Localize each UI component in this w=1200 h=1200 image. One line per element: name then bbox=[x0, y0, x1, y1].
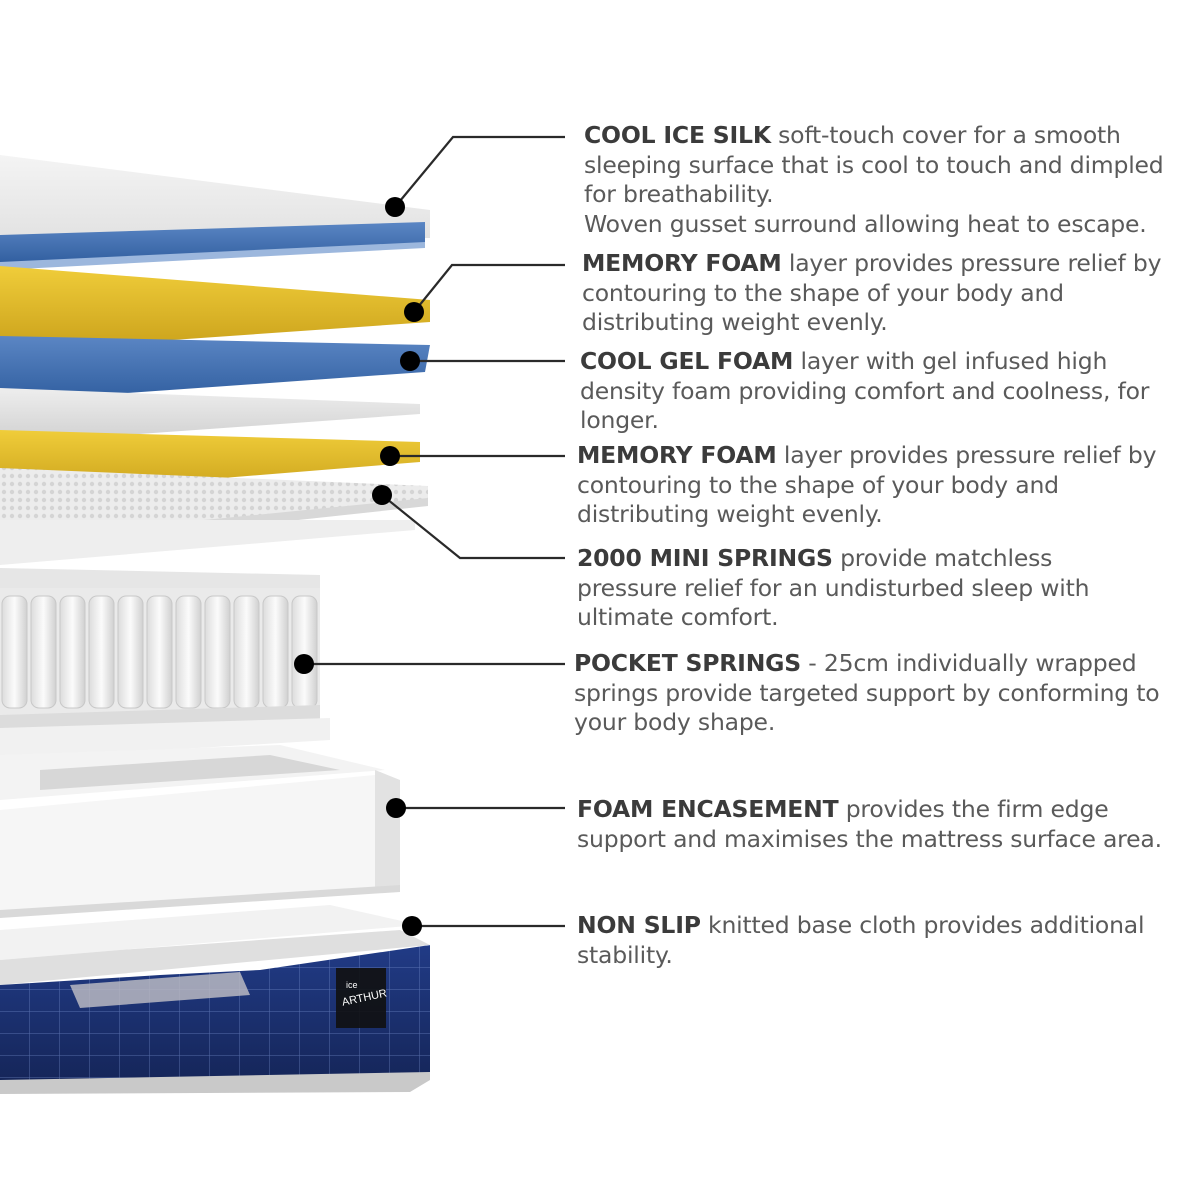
pocket-spring bbox=[262, 595, 289, 709]
connector-5 bbox=[381, 494, 565, 560]
cool-gel-foam-layer bbox=[0, 336, 430, 402]
pocket-springs-layer bbox=[0, 568, 320, 735]
callout-label: POCKET SPRINGS bbox=[574, 649, 801, 677]
dot-5 bbox=[372, 485, 392, 505]
separator-layer-2 bbox=[0, 520, 415, 565]
pocket-spring bbox=[88, 595, 115, 709]
memory-foam-layer-1 bbox=[0, 266, 430, 352]
pocket-spring bbox=[1, 595, 28, 709]
callout-text: layer provides pressure relief by contou… bbox=[582, 249, 1162, 336]
dot-7 bbox=[386, 798, 406, 818]
callout-cool-ice-silk: COOL ICE SILK soft-touch cover for a smo… bbox=[584, 121, 1184, 239]
callout-label: MEMORY FOAM bbox=[577, 441, 777, 469]
connector-2 bbox=[413, 263, 565, 313]
callout-text: - 25cm individually wrapped springs prov… bbox=[574, 649, 1160, 736]
pocket-spring bbox=[30, 595, 57, 709]
callout-foam-encasement: FOAM ENCASEMENT provides the firm edge s… bbox=[577, 795, 1192, 854]
callout-text: soft-touch cover for a smooth sleeping s… bbox=[584, 121, 1164, 208]
callout-text: provides the firm edge support and maxim… bbox=[577, 795, 1162, 853]
pocket-spring bbox=[175, 595, 202, 709]
brand-logo-small: ice bbox=[346, 980, 358, 990]
separator-layer-1 bbox=[0, 388, 420, 444]
pocket-spring bbox=[233, 595, 260, 709]
callout-memory-foam-1: MEMORY FOAM layer provides pressure reli… bbox=[582, 249, 1182, 338]
dot-8 bbox=[402, 916, 422, 936]
callout-label: FOAM ENCASEMENT bbox=[577, 795, 839, 823]
separator-layer-3 bbox=[0, 718, 330, 760]
pocket-spring bbox=[59, 595, 86, 709]
dot-6 bbox=[294, 654, 314, 674]
callout-non-slip: NON SLIP knitted base cloth provides add… bbox=[577, 911, 1177, 970]
dot-3 bbox=[400, 351, 420, 371]
foam-encasement-layer bbox=[0, 745, 400, 918]
connector-1 bbox=[394, 135, 565, 208]
callout-text: knitted base cloth provides additional s… bbox=[577, 911, 1145, 969]
dot-1 bbox=[385, 197, 405, 217]
callout-label: 2000 MINI SPRINGS bbox=[577, 544, 833, 572]
callout-pocket-springs: POCKET SPRINGS - 25cm individually wrapp… bbox=[574, 649, 1194, 738]
callout-mini-springs: 2000 MINI SPRINGS provide matchless pres… bbox=[577, 544, 1137, 633]
pocket-spring bbox=[291, 595, 318, 709]
callout-memory-foam-2: MEMORY FOAM layer provides pressure reli… bbox=[577, 441, 1177, 530]
non-slip-base-layer: ice ARTHUR bbox=[0, 905, 430, 1094]
callout-label: NON SLIP bbox=[577, 911, 701, 939]
dot-4 bbox=[380, 446, 400, 466]
callout-label: COOL ICE SILK bbox=[584, 121, 771, 149]
pocket-spring bbox=[204, 595, 231, 709]
callout-cool-gel-foam: COOL GEL FOAM layer with gel infused hig… bbox=[580, 347, 1185, 436]
dot-2 bbox=[404, 302, 424, 322]
callout-text-extra: Woven gusset surround allowing heat to e… bbox=[584, 209, 1147, 238]
pocket-spring bbox=[117, 595, 144, 709]
callout-label: MEMORY FOAM bbox=[582, 249, 782, 277]
cool-ice-silk-layer bbox=[0, 155, 430, 270]
callout-text: layer with gel infused high density foam… bbox=[580, 347, 1150, 434]
callout-dots bbox=[294, 197, 424, 936]
callout-connectors bbox=[304, 135, 565, 928]
callout-label: COOL GEL FOAM bbox=[580, 347, 794, 375]
callout-text: provide matchless pressure relief for an… bbox=[577, 544, 1090, 631]
pocket-spring bbox=[146, 595, 173, 709]
callout-text: layer provides pressure relief by contou… bbox=[577, 441, 1157, 528]
brand-label-patch bbox=[336, 968, 386, 1028]
